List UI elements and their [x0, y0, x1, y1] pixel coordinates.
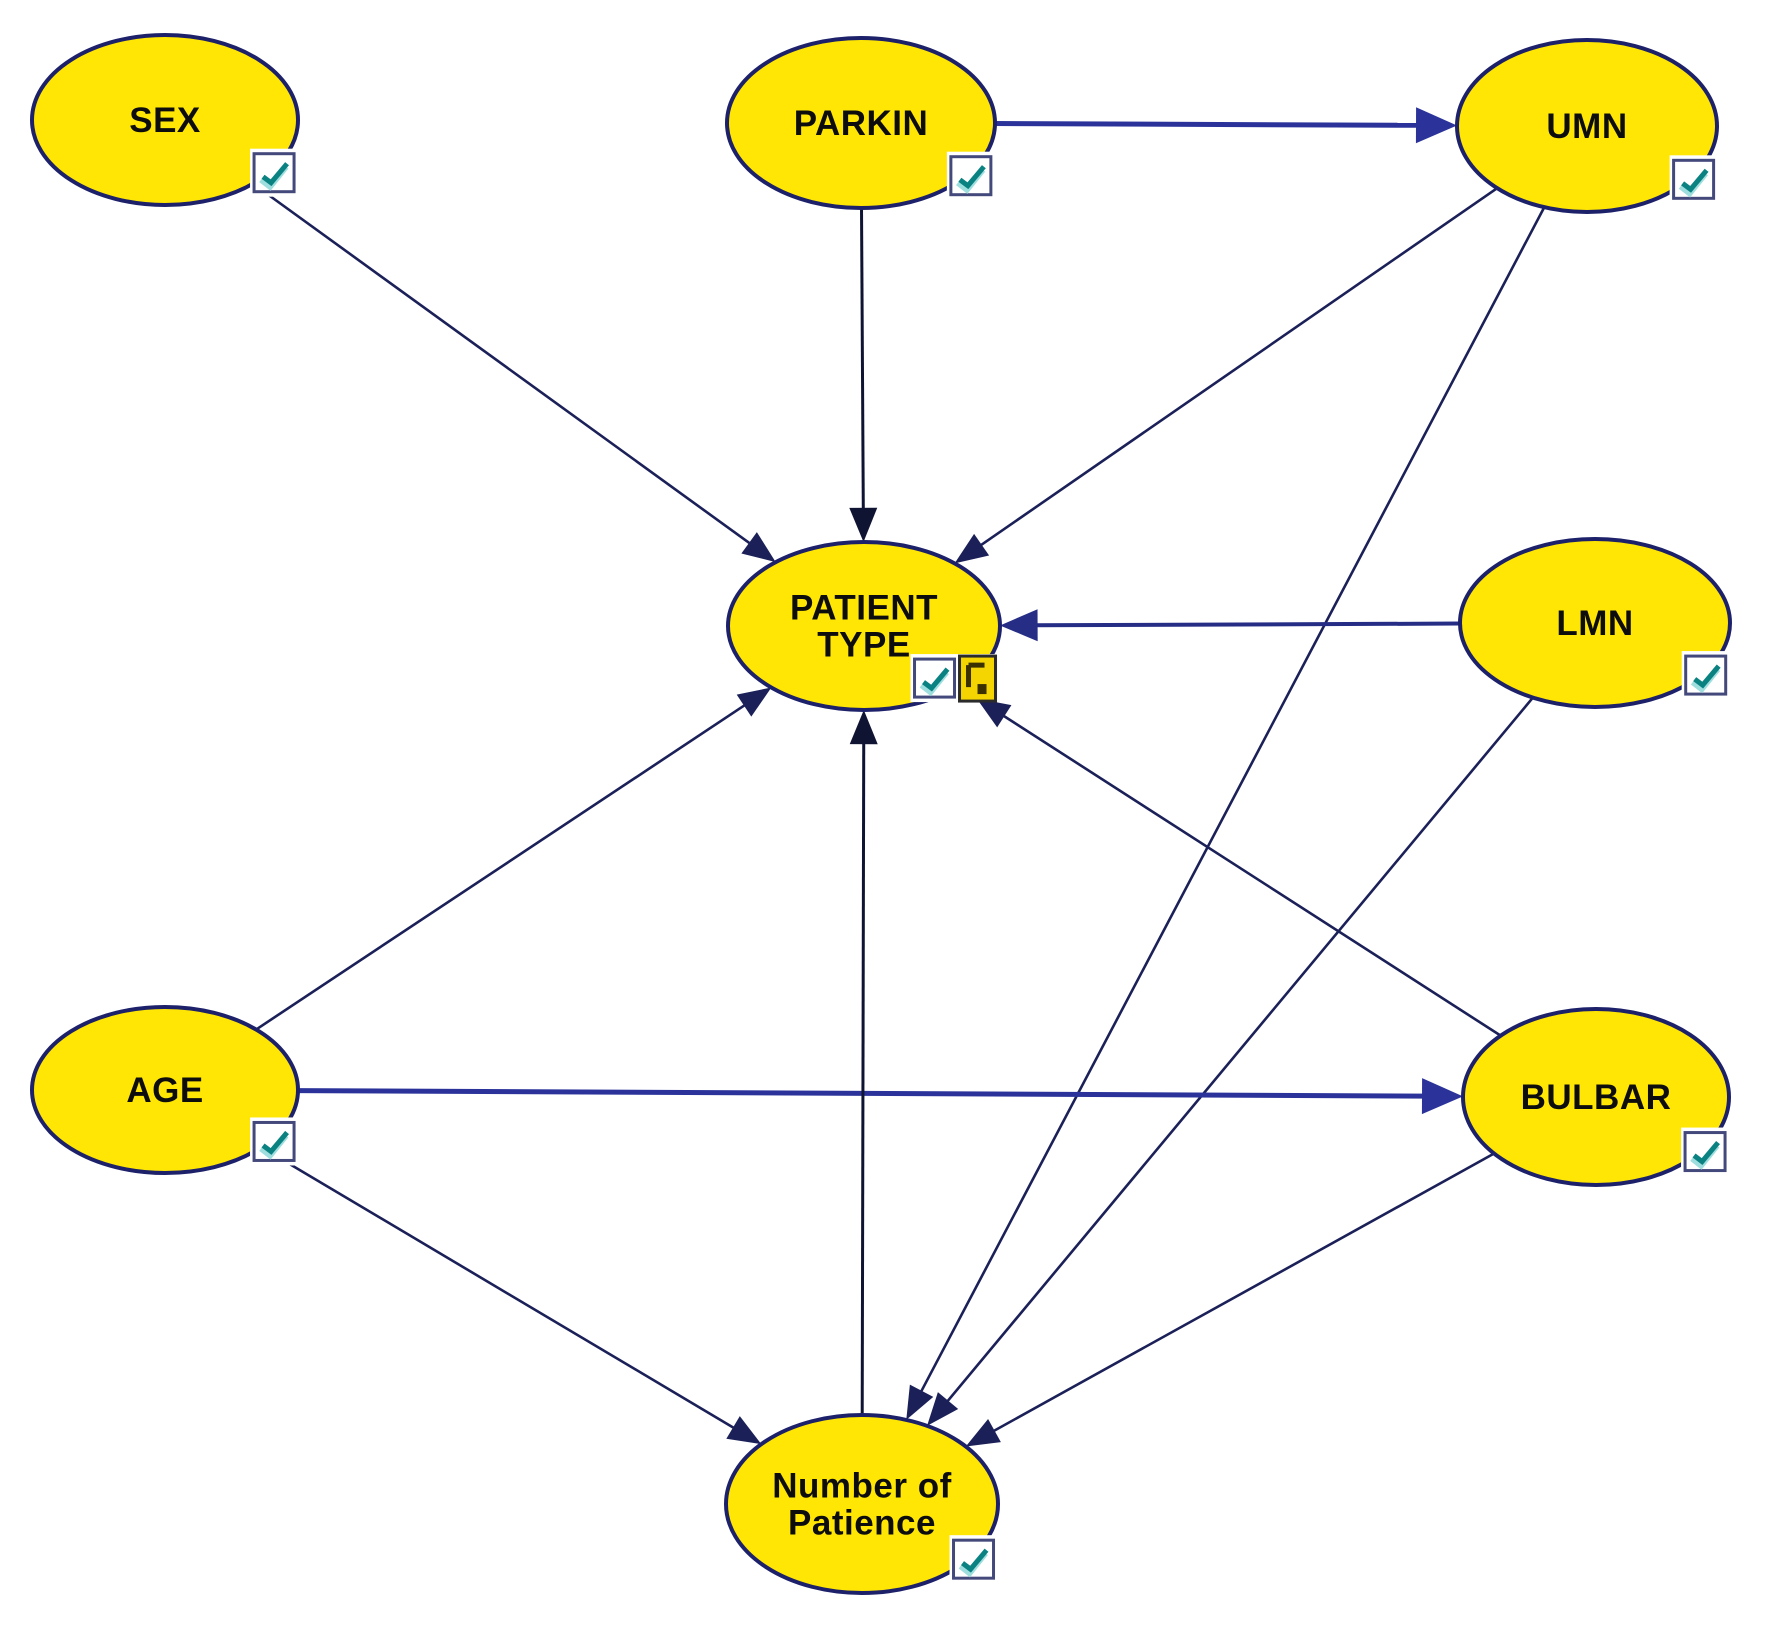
- edge-age-to-bulbar[interactable]: [297, 1078, 1464, 1115]
- edges-layer: [252, 107, 1546, 1447]
- arrowhead-icon: [736, 687, 772, 717]
- arrowhead-icon: [906, 1384, 934, 1420]
- node-ellipse: [30, 1005, 300, 1175]
- edge-line: [255, 702, 749, 1031]
- edge-line: [1033, 621, 1461, 628]
- node-parkin[interactable]: PARKIN: [725, 36, 997, 210]
- edge-line: [977, 187, 1498, 549]
- checkmark-icon: [1672, 158, 1716, 200]
- edge-sex-to-patient_type[interactable]: [252, 182, 776, 563]
- edge-line: [1000, 713, 1502, 1037]
- node-age[interactable]: AGE: [30, 1005, 300, 1175]
- checkmark-icon: [1684, 654, 1728, 696]
- arrowhead-icon: [954, 533, 990, 564]
- checkmark-icon: [949, 155, 993, 197]
- arrowhead-icon: [1415, 107, 1458, 144]
- arrowhead-icon: [999, 609, 1038, 642]
- edge-num_patience-to-patient_type[interactable]: [849, 709, 878, 1416]
- node-label: UMN: [1546, 107, 1627, 146]
- edge-line: [994, 121, 1421, 128]
- edge-umn-to-num_patience[interactable]: [906, 206, 1546, 1420]
- edge-line: [990, 1152, 1495, 1434]
- arrowhead-icon: [741, 532, 776, 563]
- arrowhead-icon: [849, 709, 878, 745]
- node-label: AGE: [126, 1071, 203, 1110]
- edge-age-to-num_patience[interactable]: [260, 1146, 762, 1445]
- edge-lmn-to-num_patience[interactable]: [927, 696, 1534, 1426]
- node-ellipse: [1458, 537, 1732, 709]
- edge-line: [252, 182, 754, 547]
- node-label: SEX: [129, 101, 201, 140]
- arrowhead-icon: [726, 1416, 762, 1445]
- node-bulbar[interactable]: BULBAR: [1461, 1007, 1731, 1187]
- edge-bulbar-to-patient_type[interactable]: [976, 698, 1502, 1037]
- arrowhead-icon: [927, 1392, 959, 1426]
- node-label: LMN: [1556, 604, 1633, 643]
- node-lmn[interactable]: LMN: [1458, 537, 1732, 709]
- node-ellipse: [30, 33, 300, 207]
- edge-parkin-to-umn[interactable]: [994, 107, 1458, 144]
- arrowhead-icon: [1421, 1078, 1464, 1115]
- edge-bulbar-to-num_patience[interactable]: [965, 1152, 1495, 1447]
- checkmark-icon: [913, 657, 957, 699]
- edge-parkin-to-patient_type[interactable]: [849, 207, 878, 543]
- arrowhead-icon: [976, 698, 1012, 728]
- node-label: BULBAR: [1521, 1078, 1672, 1117]
- checkmark-icon: [252, 1120, 296, 1162]
- checkmark-icon: [952, 1538, 996, 1580]
- node-label: PARKIN: [794, 104, 929, 143]
- edge-line: [918, 206, 1546, 1395]
- edge-line: [260, 1146, 738, 1431]
- checkmark-icon: [1683, 1131, 1727, 1173]
- node-umn[interactable]: UMN: [1455, 38, 1719, 214]
- edge-lmn-to-patient_type[interactable]: [999, 609, 1461, 642]
- arrowhead-icon: [965, 1418, 1001, 1447]
- arrowhead-icon: [849, 507, 878, 543]
- checkmark-icon: [252, 152, 296, 194]
- edge-age-to-patient_type[interactable]: [255, 687, 772, 1031]
- node-sex[interactable]: SEX: [30, 33, 300, 207]
- node-ellipse: [724, 1413, 1000, 1595]
- target-icon: [958, 654, 998, 703]
- edge-umn-to-patient_type[interactable]: [954, 187, 1498, 564]
- node-ellipse: [725, 36, 997, 210]
- node-ellipse: [1455, 38, 1719, 214]
- edge-line: [860, 207, 865, 512]
- edge-line: [860, 740, 866, 1416]
- node-ellipse: [1461, 1007, 1731, 1187]
- edge-line: [944, 696, 1534, 1405]
